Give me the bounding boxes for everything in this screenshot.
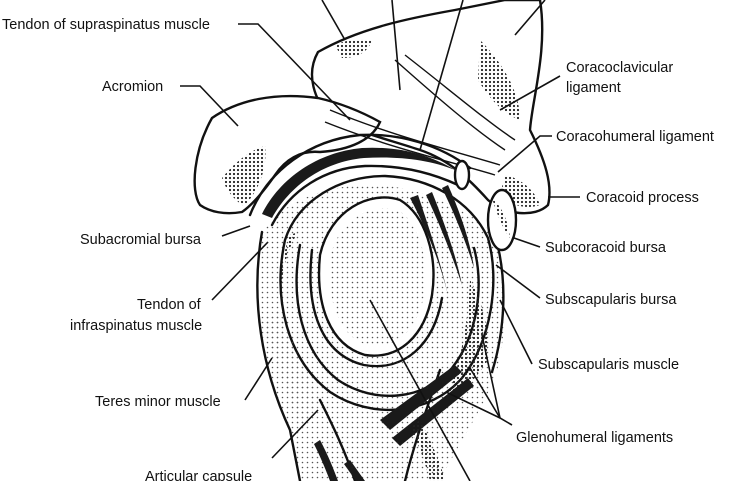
label-coracoid: Coracoid process [586, 190, 699, 206]
leader-top-4 [514, 0, 546, 36]
ligament-band-3 [394, 59, 506, 151]
leader-subcoracoid [513, 237, 541, 248]
leader-glenohumeral-c [445, 391, 501, 419]
anatomy-drawing [193, 0, 551, 483]
leader-humerus-axis [369, 299, 471, 482]
coracoid-tendon-knob [453, 159, 471, 191]
label-coracoclavicular-1: Coracoclavicular [566, 60, 673, 76]
label-glenohumeral: Glenohumeral ligaments [516, 430, 673, 446]
glenohumeral-ligament-bundle [380, 365, 462, 430]
teres-minor-muscle [262, 310, 320, 430]
subscapularis-strand-2 [426, 192, 462, 285]
leader-teres-minor [244, 357, 273, 401]
leader-glenohumeral-b [469, 367, 501, 419]
leader-articular-capsule [271, 409, 319, 459]
acromion-dark-fill [222, 146, 266, 206]
leader-subscapularis-muscle [499, 299, 533, 365]
leader-coracohumeral [497, 135, 552, 173]
label-infraspinatus-1: Tendon of [137, 297, 202, 313]
label-infraspinatus-2: infraspinatus muscle [70, 318, 202, 334]
label-subscapularis-bursa: Subscapularis bursa [545, 292, 677, 308]
humeral-head-rim [309, 248, 444, 368]
label-supraspinatus: Tendon of supraspinatus muscle [2, 17, 210, 33]
leader-supraspinatus [238, 23, 351, 121]
labels: Tendon of supraspinatus muscle Acromion … [2, 17, 714, 485]
subscapularis-strand-3 [442, 185, 474, 268]
label-coracoclavicular-2: ligament [566, 80, 621, 96]
leader-subscapularis-bursa [495, 264, 541, 299]
label-subscapularis-muscle: Subscapularis muscle [538, 357, 679, 373]
leader-infraspinatus [211, 241, 269, 301]
leader-subacromial [221, 225, 251, 237]
shaft-dark-2 [344, 460, 365, 481]
supraspinatus-tendon-dark [262, 147, 455, 218]
supraspinatus-tendon-outer [248, 133, 472, 217]
coracoid-stipple [478, 40, 520, 120]
leader-top-3 [419, 0, 464, 151]
label-teres-minor: Teres minor muscle [95, 394, 221, 410]
label-subcoracoid: Subcoracoid bursa [545, 240, 667, 256]
leader-lines [180, 0, 580, 482]
leader-top-2 [391, 0, 401, 91]
ligament-band-2 [324, 121, 496, 176]
ligament-band-4 [404, 54, 516, 141]
label-coracohumeral: Coracohumeral ligament [556, 129, 714, 145]
label-acromion: Acromion [102, 79, 163, 95]
clavicle-stipple [335, 39, 372, 58]
capsule-stipple [280, 232, 298, 320]
muscle-outline [256, 230, 302, 483]
leader-top-1 [321, 0, 346, 41]
subscapularis-strand-1 [410, 195, 448, 295]
capsule-outer [279, 174, 495, 411]
shaft-stipple [410, 420, 445, 481]
leader-coracoclavicular [499, 75, 561, 111]
subcoracoid-stipple [492, 198, 510, 238]
leader-acromion [180, 85, 239, 127]
supraspinatus-tendon-inner [270, 164, 460, 227]
shaft-dark-1 [314, 440, 338, 481]
label-subacromial: Subacromial bursa [80, 232, 202, 248]
humeral-head-stipple [329, 208, 426, 346]
label-articular-capsule: Articular capsule [145, 469, 252, 481]
